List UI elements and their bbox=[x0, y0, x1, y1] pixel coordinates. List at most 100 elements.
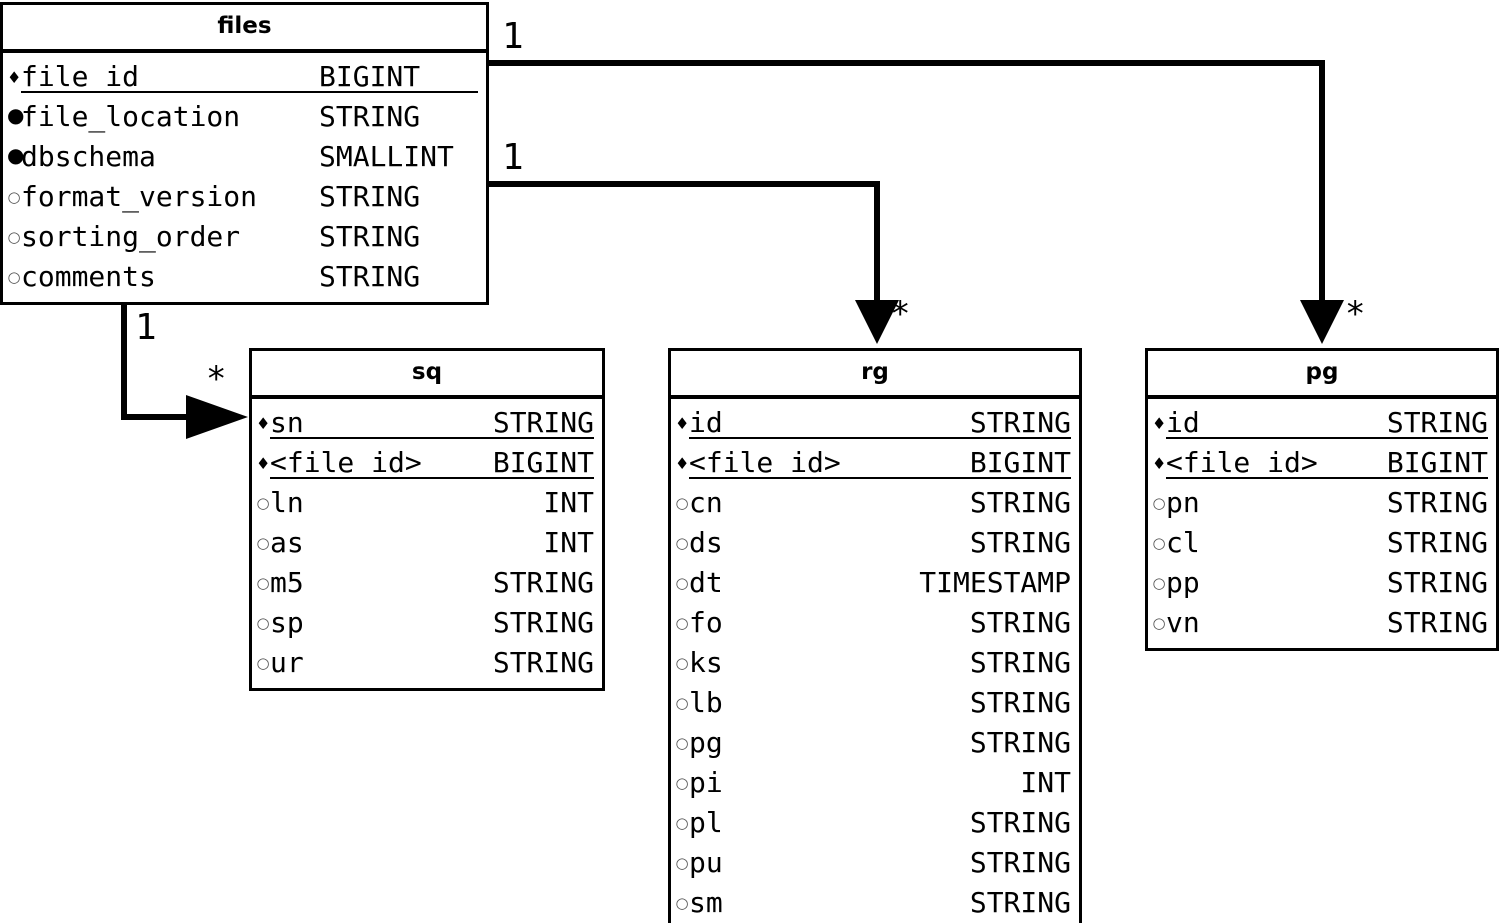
optional-field-icon: ○ bbox=[675, 614, 689, 632]
optional-field-icon: ○ bbox=[675, 694, 689, 712]
attribute-row[interactable]: ○sm STRING bbox=[671, 883, 1079, 923]
optional-field-icon: ○ bbox=[256, 494, 270, 512]
attribute-type: STRING bbox=[492, 646, 594, 679]
entity-files-title: files bbox=[3, 5, 486, 53]
attribute-row[interactable]: ○lb STRING bbox=[671, 683, 1079, 723]
attribute-name: ln bbox=[270, 486, 304, 519]
primary-key-icon: ♦ bbox=[256, 414, 271, 433]
attribute-row[interactable]: ♦<file_id>BIGINT bbox=[671, 443, 1079, 483]
attribute-row[interactable]: ○ln INT bbox=[252, 483, 602, 523]
attribute-type: INT bbox=[1020, 766, 1071, 799]
attribute-type: STRING bbox=[969, 726, 1071, 759]
attribute-name: dt bbox=[689, 566, 723, 599]
attribute-name: fo bbox=[689, 606, 723, 639]
primary-key-icon: ♦ bbox=[7, 68, 22, 87]
attribute-row[interactable]: ♦<file_id>BIGINT bbox=[252, 443, 602, 483]
attribute-type: STRING bbox=[319, 220, 421, 253]
attribute-type: STRING bbox=[1386, 606, 1488, 639]
attribute-type: STRING bbox=[1386, 486, 1488, 519]
attribute-type: STRING bbox=[492, 406, 594, 439]
primary-key-icon: ♦ bbox=[1152, 454, 1167, 473]
attribute-name: lb bbox=[689, 686, 723, 719]
optional-field-icon: ○ bbox=[7, 228, 21, 246]
entity-pg-title: pg bbox=[1148, 351, 1496, 399]
optional-field-icon: ○ bbox=[256, 654, 270, 672]
entity-sq-title: sq bbox=[252, 351, 602, 399]
cardinality-files-pg-many: * bbox=[1345, 294, 1366, 334]
attribute-row[interactable]: ♦sn STRING bbox=[252, 403, 602, 443]
primary-key-icon: ♦ bbox=[1152, 414, 1167, 433]
attribute-name: sn bbox=[270, 406, 304, 439]
attribute-type: STRING bbox=[1386, 406, 1488, 439]
attribute-type: STRING bbox=[969, 686, 1071, 719]
relationship-files-pg bbox=[489, 60, 1344, 344]
attribute-name: cn bbox=[689, 486, 723, 519]
optional-field-icon: ○ bbox=[675, 494, 689, 512]
optional-field-icon: ○ bbox=[7, 268, 21, 286]
attribute-name: pp bbox=[1166, 566, 1200, 599]
attribute-type: INT bbox=[543, 486, 594, 519]
optional-field-icon: ○ bbox=[1152, 534, 1166, 552]
cardinality-files-pg-one: 1 bbox=[502, 16, 524, 57]
optional-field-icon: ○ bbox=[675, 854, 689, 872]
optional-field-icon: ○ bbox=[1152, 574, 1166, 592]
attribute-name: format_version bbox=[21, 180, 258, 213]
attribute-row[interactable]: ○pu STRING bbox=[671, 843, 1079, 883]
attribute-name: pu bbox=[689, 846, 723, 879]
attribute-type: STRING bbox=[319, 100, 421, 133]
optional-field-icon: ○ bbox=[675, 654, 689, 672]
primary-key-icon: ♦ bbox=[256, 454, 271, 473]
attribute-type: STRING bbox=[969, 886, 1071, 919]
attribute-type: STRING bbox=[969, 846, 1071, 879]
optional-field-icon: ○ bbox=[675, 734, 689, 752]
attribute-name: pn bbox=[1166, 486, 1200, 519]
attribute-type: BIGINT bbox=[1386, 446, 1488, 479]
optional-field-icon: ○ bbox=[675, 894, 689, 912]
attribute-row[interactable]: ♦<file_id>BIGINT bbox=[1148, 443, 1496, 483]
attribute-name: <file_id> bbox=[689, 446, 841, 479]
attribute-name: comments bbox=[21, 260, 156, 293]
optional-field-icon: ○ bbox=[1152, 614, 1166, 632]
cardinality-files-rg-many: * bbox=[890, 294, 911, 334]
optional-field-icon: ○ bbox=[7, 188, 21, 206]
attribute-name: <file_id> bbox=[270, 446, 422, 479]
attribute-type: TIMESTAMP bbox=[919, 566, 1071, 599]
attribute-type: INT bbox=[543, 526, 594, 559]
attribute-type: BIGINT bbox=[319, 60, 421, 93]
attribute-name: sm bbox=[689, 886, 723, 919]
attribute-name: pi bbox=[689, 766, 723, 799]
optional-field-icon: ○ bbox=[256, 534, 270, 552]
